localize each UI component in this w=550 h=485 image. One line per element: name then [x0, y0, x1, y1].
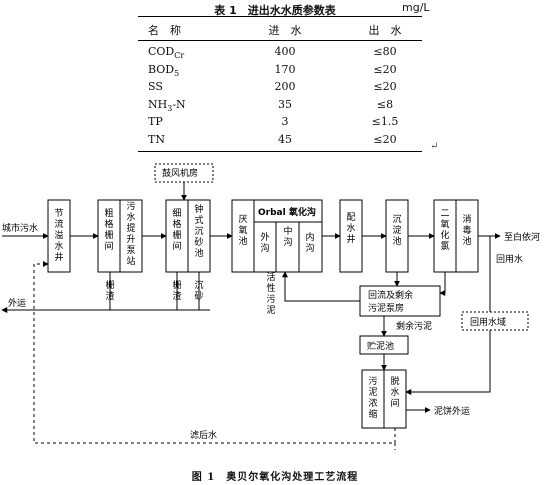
node-inner-ditch: 内沟: [305, 231, 314, 254]
row-effluent: ≤20: [373, 132, 397, 146]
node-sludge-storage: 贮泥池: [367, 340, 394, 352]
node-weir-well: 节流溢水井: [54, 208, 63, 263]
node-fine-screen: 细格栅间: [172, 207, 181, 252]
node-blower-room: 鼓风机房: [162, 167, 198, 179]
disinfection-tank-box: [455, 199, 479, 273]
node-orbal-title: Orbal 氧化沟: [258, 206, 316, 218]
node-disinfection-tank: 消毒池: [462, 213, 471, 247]
row-effluent: ≤20: [373, 62, 397, 76]
row-name: BOD5: [148, 62, 180, 78]
node-distribution-well: 配水井: [346, 212, 355, 245]
header-name: 名 称: [148, 24, 181, 37]
node-lift-pump: 污水提升泵站: [126, 200, 135, 267]
table-top-rule: [138, 16, 422, 17]
label-excess-sludge: 剩余污泥: [396, 320, 432, 332]
row-name: CODCr: [148, 45, 185, 61]
label-reuse-water: 回用水: [496, 253, 523, 265]
vertical-labels: 节流溢水井 粗格栅间 污水提升泵站 细格栅间 钟式沉砂池 厌氧池外沟中沟内沟 配水井 沉淀池 二…: [54, 200, 471, 420]
label-screenings-1: 栅渣: [105, 279, 114, 302]
node-coarse-screen: 粗格栅间: [104, 207, 113, 252]
table-bottom-rule: [138, 151, 422, 152]
node-reuse-area: 回用水域: [470, 316, 506, 328]
node-anoxic-tank: 厌氧池: [238, 214, 247, 247]
row-name: TP: [148, 115, 163, 128]
table-header-rule: [138, 40, 422, 41]
row-effluent: ≤80: [373, 45, 397, 58]
node-middle-ditch: 中沟: [283, 225, 292, 248]
anoxic-tank-box: [231, 199, 255, 273]
node-chlorine-dioxide: 二氧化氯: [440, 209, 449, 252]
filtrate-line: [33, 261, 396, 444]
reuse-arrow: [439, 272, 446, 296]
header-effluent: 出 水: [368, 24, 402, 37]
row-influent: 400: [274, 45, 296, 58]
row-name: SS: [148, 80, 163, 93]
return-mark: ↵: [430, 141, 439, 152]
table-title: 表 1 进出水水质参数表: [214, 4, 336, 17]
label-export: 外运: [8, 297, 26, 309]
header-influent: 进 水: [268, 24, 302, 37]
row-name: TN: [148, 132, 165, 146]
figure-caption: 图 1 奥贝尔氧化沟处理工艺流程: [191, 472, 359, 483]
row-effluent: ≤1.5: [371, 115, 399, 128]
node-outer-ditch: 外沟: [260, 231, 269, 254]
node-settling-tank: 沉淀池: [392, 214, 401, 247]
row-influent: 200: [274, 80, 296, 93]
process-flow-diagram: 城市污水 至白依河 回用水 外运 剩余污泥 泥饼外运 滤后水 鼓风机房 Orba…: [1, 163, 540, 450]
row-influent: 35: [278, 97, 292, 111]
row-influent: 3: [281, 115, 289, 128]
node-return-pump-1: 回流及剩余: [368, 289, 413, 301]
settling-tank-box: [385, 199, 409, 273]
label-activated-sludge: 活性污泥: [266, 271, 275, 316]
table-unit: mg/L: [402, 1, 430, 14]
label-grit: 沉砂: [194, 280, 203, 302]
return-sludge-arrow: [282, 271, 360, 302]
reuse-water-arrow: [405, 330, 491, 395]
label-screenings-2: 栅渣: [172, 279, 181, 302]
water-quality-table: 表 1 进出水水质参数表 mg/L 名 称 进 水 出 水 CODCr 400 ≤8…: [0, 0, 550, 160]
row-name: NH3-N: [148, 97, 186, 113]
node-thickening: 污泥浓缩: [368, 375, 377, 420]
label-cake-export: 泥饼外运: [434, 405, 470, 417]
label-city-sewage: 城市污水: [2, 222, 38, 234]
row-influent: 45: [278, 132, 292, 146]
row-influent: 170: [274, 62, 296, 76]
reuse-area-box: [461, 311, 529, 331]
label-outlet: 至白依河: [504, 231, 540, 243]
node-dewatering: 脱水间: [390, 375, 399, 409]
label-filtrate: 滤后水: [190, 429, 217, 441]
row-effluent: ≤8: [376, 97, 394, 111]
row-effluent: ≤20: [373, 80, 397, 93]
node-return-pump-2: 污泥泵房: [368, 302, 404, 314]
node-grit-chamber: 钟式沉砂池: [194, 203, 203, 259]
